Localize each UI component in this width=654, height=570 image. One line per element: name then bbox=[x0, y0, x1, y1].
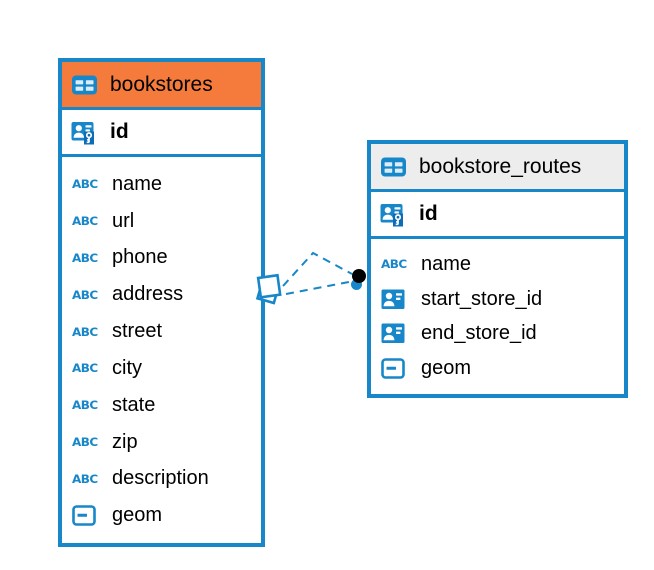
column-row[interactable]: ABC name bbox=[371, 253, 624, 276]
column-row[interactable]: ABC url bbox=[62, 210, 261, 233]
column-label: start_store_id bbox=[421, 287, 543, 310]
table-header-bookstore_routes[interactable]: bookstore_routes bbox=[371, 144, 624, 192]
text-type-icon: ABC bbox=[72, 324, 98, 339]
text-type-icon: ABC bbox=[72, 214, 98, 228]
text-type-icon: ABC bbox=[72, 177, 98, 191]
primary-key-label: id bbox=[110, 120, 129, 143]
foreign-key-icon bbox=[381, 323, 411, 344]
column-label: street bbox=[112, 320, 163, 343]
geometry-type-icon bbox=[72, 505, 102, 526]
text-type-icon: ABC bbox=[72, 361, 98, 376]
text-type-icon: ABC bbox=[72, 472, 98, 486]
column-label: city bbox=[112, 356, 142, 379]
column-row[interactable]: ABC description bbox=[62, 467, 261, 490]
column-row[interactable]: ABC phone bbox=[62, 246, 261, 269]
column-row[interactable]: geom bbox=[371, 357, 624, 380]
column-row[interactable]: ABC name bbox=[62, 173, 261, 196]
text-type-icon: ABC bbox=[72, 251, 98, 265]
relationship-line[interactable] bbox=[285, 281, 350, 295]
primary-key-label: id bbox=[419, 202, 438, 225]
column-label: address bbox=[112, 283, 184, 306]
table-header-bookstores[interactable]: bookstores bbox=[62, 62, 261, 110]
column-row[interactable]: end_store_id bbox=[371, 322, 624, 345]
column-row[interactable]: ABC city bbox=[62, 357, 261, 380]
column-label: zip bbox=[112, 430, 138, 453]
column-label: geom bbox=[421, 357, 472, 380]
column-label: description bbox=[112, 467, 209, 490]
relationship-bookstore_routes-bookstores[interactable] bbox=[255, 251, 366, 305]
column-label: end_store_id bbox=[421, 322, 537, 345]
table-icon bbox=[380, 156, 410, 178]
column-label: state bbox=[112, 393, 156, 416]
geometry-type-icon bbox=[381, 358, 411, 379]
column-row[interactable]: start_store_id bbox=[371, 288, 624, 311]
column-label: url bbox=[112, 209, 135, 232]
column-row[interactable]: ABC state bbox=[62, 394, 261, 417]
column-row[interactable]: ABC zip bbox=[62, 431, 261, 454]
column-row[interactable]: ABC address bbox=[62, 283, 261, 306]
relationship-line[interactable] bbox=[282, 251, 353, 287]
column-label: phone bbox=[112, 246, 168, 269]
column-row[interactable]: ABC street bbox=[62, 320, 261, 343]
column-label: name bbox=[112, 172, 163, 195]
primary-key-icon bbox=[71, 116, 101, 148]
text-type-icon: ABC bbox=[72, 398, 98, 412]
table-title: bookstores bbox=[110, 72, 213, 96]
column-label: geom bbox=[112, 504, 163, 527]
text-type-icon: ABC bbox=[72, 288, 98, 302]
primary-key-icon bbox=[380, 198, 410, 230]
foreign-key-icon bbox=[381, 289, 411, 310]
column-row[interactable]: geom bbox=[62, 504, 261, 527]
text-type-icon: ABC bbox=[381, 257, 407, 271]
dot-marker bbox=[351, 269, 366, 290]
table-title: bookstore_routes bbox=[419, 154, 582, 178]
primary-key-row[interactable]: id bbox=[62, 110, 261, 157]
primary-key-row[interactable]: id bbox=[371, 192, 624, 239]
table-icon bbox=[71, 74, 101, 96]
column-label: name bbox=[421, 252, 472, 275]
text-type-icon: ABC bbox=[72, 435, 98, 449]
